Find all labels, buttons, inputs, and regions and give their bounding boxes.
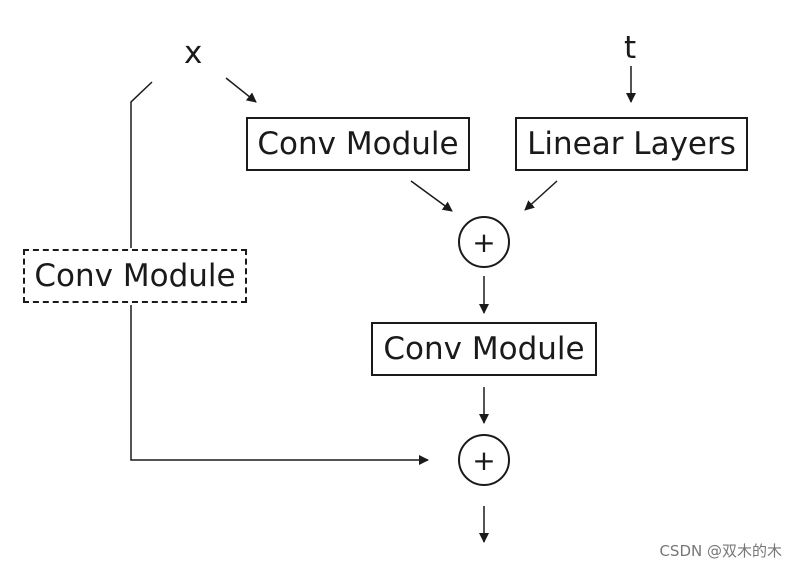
input-t-label: t <box>624 30 637 66</box>
arrow-conv-to-add1 <box>410 180 453 212</box>
linear-layers-label: Linear Layers <box>527 126 736 162</box>
skip-connection-bottom <box>130 305 429 465</box>
plus-icon: + <box>472 225 496 259</box>
watermark: CSDN @双木的木 <box>659 542 782 560</box>
conv-module-mid: Conv Module <box>371 322 597 376</box>
conv-module-mid-label: Conv Module <box>383 331 585 367</box>
conv-module-top-label: Conv Module <box>257 126 459 162</box>
conv-module-skip-label: Conv Module <box>34 258 236 294</box>
conv-module-skip: Conv Module <box>23 249 247 303</box>
add-node-1: + <box>458 216 510 268</box>
add-node-2: + <box>458 434 510 486</box>
linear-layers-box: Linear Layers <box>515 117 748 171</box>
arrow-linear-to-add1 <box>524 180 558 211</box>
plus-icon: + <box>472 443 496 477</box>
conv-module-top: Conv Module <box>246 117 470 171</box>
input-x-label: x <box>184 35 203 71</box>
skip-connection-top <box>130 81 153 248</box>
arrow-x-to-conv <box>225 77 257 103</box>
